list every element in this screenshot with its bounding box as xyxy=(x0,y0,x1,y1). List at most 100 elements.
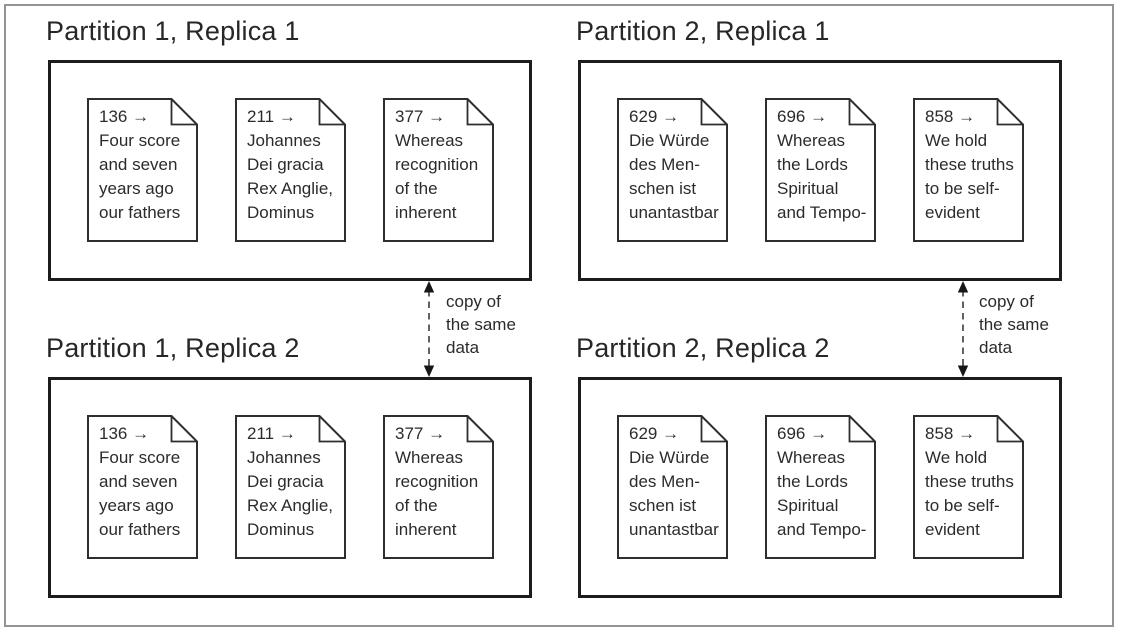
doc-record-key: 858 → xyxy=(925,424,976,443)
doc-record-key: 211 → xyxy=(247,107,296,126)
document-page-icon xyxy=(913,415,1024,559)
document-icon: 629 → Die Würde des Men- schen ist unant… xyxy=(617,415,728,559)
doc-text-line: of the xyxy=(395,496,438,515)
document-icon: 696 → Whereas the Lords Spiritual and Te… xyxy=(765,415,876,559)
replication-label-line: the same xyxy=(979,315,1049,334)
panel-title-p1r1: Partition 1, Replica 1 xyxy=(46,16,300,46)
doc-text-line: and seven xyxy=(99,155,178,174)
doc-text-line: schen ist xyxy=(629,179,697,198)
doc-text-line: and seven xyxy=(99,472,178,491)
doc-text-line: unantastbar xyxy=(629,520,719,539)
document-text: 858 → We hold these truths to be self- e… xyxy=(925,105,1022,225)
document-icon: 858 → We hold these truths to be self- e… xyxy=(913,98,1024,242)
doc-text-line: Rex Anglie, xyxy=(247,496,333,515)
document-page-icon xyxy=(87,415,198,559)
document-icon: 858 → We hold these truths to be self- e… xyxy=(913,415,1024,559)
document-icon: 629 → Die Würde des Men- schen ist unant… xyxy=(617,98,728,242)
doc-text-line: Die Würde xyxy=(629,131,710,150)
doc-text-line: Dei gracia xyxy=(247,472,324,491)
doc-record-key: 377 → xyxy=(395,107,446,126)
doc-text-line: Whereas xyxy=(777,131,846,150)
replication-label: copy of the same data xyxy=(979,290,1049,359)
replication-label: copy of the same data xyxy=(446,290,516,359)
document-page-icon xyxy=(765,98,876,242)
document-text: 211 → Johannes Dei gracia Rex Anglie, Do… xyxy=(247,422,344,542)
doc-text-line: these truths xyxy=(925,472,1014,491)
doc-text-line: evident xyxy=(925,520,980,539)
document-page-icon xyxy=(617,98,728,242)
document-icon: 136 → Four score and seven years ago our… xyxy=(87,98,198,242)
doc-record-key: 629 → xyxy=(629,107,680,126)
doc-text-line: schen ist xyxy=(629,496,697,515)
document-text: 696 → Whereas the Lords Spiritual and Te… xyxy=(777,422,874,542)
doc-text-line: recognition xyxy=(395,155,479,174)
doc-text-line: Rex Anglie, xyxy=(247,179,333,198)
document-page-icon xyxy=(383,98,494,242)
doc-text-line: years ago xyxy=(99,496,174,515)
doc-text-line: We hold xyxy=(925,448,988,467)
replica-box-p2r1: 629 → Die Würde des Men- schen ist unant… xyxy=(578,60,1062,281)
doc-record-key: 136 → xyxy=(99,107,150,126)
doc-record-key: 629 → xyxy=(629,424,680,443)
replication-label-line: the same xyxy=(446,315,516,334)
doc-text-line: the Lords xyxy=(777,155,848,174)
document-text: 696 → Whereas the Lords Spiritual and Te… xyxy=(777,105,874,225)
doc-record-key: 377 → xyxy=(395,424,446,443)
doc-text-line: inherent xyxy=(395,520,457,539)
doc-text-line: to be self- xyxy=(925,496,1000,515)
document-page-icon xyxy=(383,415,494,559)
doc-text-line: recognition xyxy=(395,472,479,491)
replica-box-p1r1: 136 → Four score and seven years ago our… xyxy=(48,60,532,281)
doc-text-line: des Men- xyxy=(629,155,700,174)
doc-text-line: Spiritual xyxy=(777,179,839,198)
doc-text-line: to be self- xyxy=(925,179,1000,198)
doc-text-line: Whereas xyxy=(777,448,846,467)
document-text: 629 → Die Würde des Men- schen ist unant… xyxy=(629,105,726,225)
doc-record-key: 696 → xyxy=(777,424,828,443)
replication-label-line: copy of xyxy=(446,292,501,311)
replication-label-line: data xyxy=(446,338,480,357)
panel-title-p2r1: Partition 2, Replica 1 xyxy=(576,16,830,46)
document-text: 377 → Whereas recognition of the inheren… xyxy=(395,105,492,225)
doc-text-line: des Men- xyxy=(629,472,700,491)
doc-text-line: years ago xyxy=(99,179,174,198)
document-icon: 377 → Whereas recognition of the inheren… xyxy=(383,98,494,242)
doc-record-key: 696 → xyxy=(777,107,828,126)
panel-title-p1r2: Partition 1, Replica 2 xyxy=(46,333,300,363)
replication-arrow-icon xyxy=(422,281,436,377)
doc-text-line: unantastbar xyxy=(629,203,719,222)
doc-text-line: and Tempo- xyxy=(777,203,867,222)
doc-text-line: our fathers xyxy=(99,203,181,222)
doc-text-line: Four score xyxy=(99,131,181,150)
document-page-icon xyxy=(617,415,728,559)
panel-title-p2r2: Partition 2, Replica 2 xyxy=(576,333,830,363)
doc-text-line: Dei gracia xyxy=(247,155,324,174)
doc-text-line: Die Würde xyxy=(629,448,710,467)
doc-text-line: Four score xyxy=(99,448,181,467)
doc-text-line: our fathers xyxy=(99,520,181,539)
document-icon: 377 → Whereas recognition of the inheren… xyxy=(383,415,494,559)
document-text: 858 → We hold these truths to be self- e… xyxy=(925,422,1022,542)
doc-text-line: Johannes xyxy=(247,131,321,150)
document-page-icon xyxy=(235,415,346,559)
document-icon: 211 → Johannes Dei gracia Rex Anglie, Do… xyxy=(235,415,346,559)
doc-record-key: 211 → xyxy=(247,424,296,443)
document-page-icon xyxy=(235,98,346,242)
doc-text-line: Spiritual xyxy=(777,496,839,515)
document-text: 136 → Four score and seven years ago our… xyxy=(99,105,196,225)
document-text: 629 → Die Würde des Men- schen ist unant… xyxy=(629,422,726,542)
doc-text-line: Whereas xyxy=(395,448,464,467)
document-page-icon xyxy=(913,98,1024,242)
document-text: 377 → Whereas recognition of the inheren… xyxy=(395,422,492,542)
replica-box-p2r2: 629 → Die Würde des Men- schen ist unant… xyxy=(578,377,1062,598)
doc-text-line: We hold xyxy=(925,131,988,150)
document-icon: 696 → Whereas the Lords Spiritual and Te… xyxy=(765,98,876,242)
replica-box-p1r2: 136 → Four score and seven years ago our… xyxy=(48,377,532,598)
document-text: 211 → Johannes Dei gracia Rex Anglie, Do… xyxy=(247,105,344,225)
replication-label-line: data xyxy=(979,338,1013,357)
doc-text-line: Dominus xyxy=(247,520,315,539)
doc-text-line: Dominus xyxy=(247,203,315,222)
doc-record-key: 136 → xyxy=(99,424,150,443)
doc-text-line: these truths xyxy=(925,155,1014,174)
replication-arrow-icon xyxy=(956,281,970,377)
